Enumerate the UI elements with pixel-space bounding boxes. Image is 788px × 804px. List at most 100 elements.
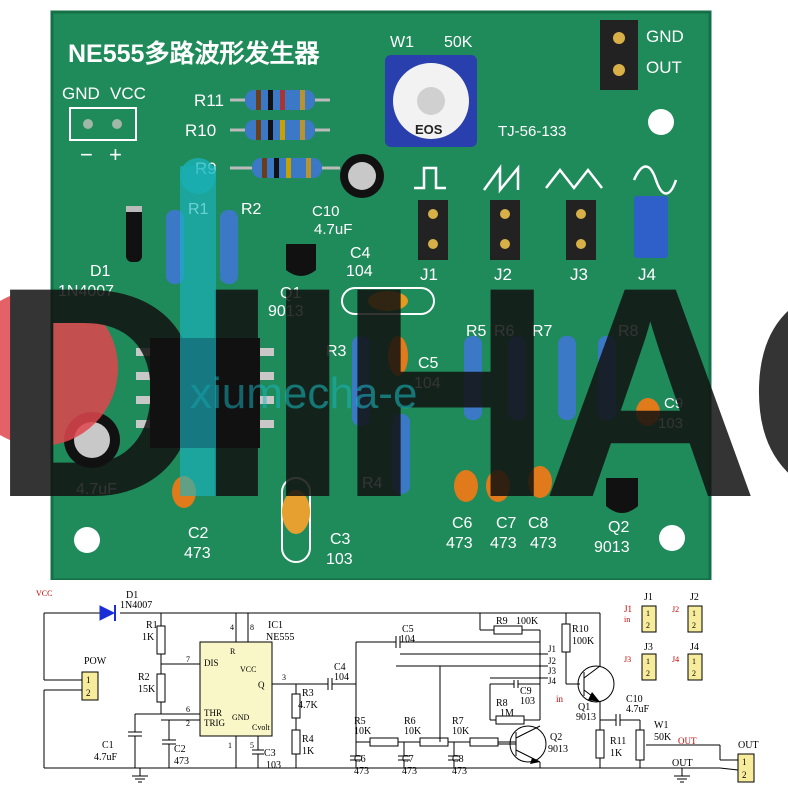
svg-text:C6: C6 bbox=[452, 515, 473, 532]
sawtooth-wave-icon bbox=[482, 164, 520, 194]
svg-text:R5: R5 bbox=[354, 716, 366, 727]
svg-text:4.7K: 4.7K bbox=[298, 700, 319, 711]
jumper-j4-symbol: 1 2 bbox=[687, 653, 703, 681]
jumper-j3 bbox=[566, 200, 596, 260]
svg-text:in: in bbox=[556, 694, 564, 704]
svg-text:C1: C1 bbox=[102, 740, 114, 751]
capacitor-c7 bbox=[486, 470, 510, 502]
svg-text:R: R bbox=[230, 647, 236, 656]
jumper-j1-symbol: 1 2 bbox=[641, 605, 657, 633]
svg-text:R2: R2 bbox=[138, 672, 150, 683]
diode-d1 bbox=[126, 206, 142, 262]
svg-text:J4: J4 bbox=[690, 642, 699, 653]
capacitor-c3 bbox=[282, 490, 310, 534]
svg-text:C2: C2 bbox=[174, 744, 186, 755]
svg-text:104: 104 bbox=[346, 263, 373, 280]
svg-text:473: 473 bbox=[530, 535, 557, 552]
svg-text:1N4007: 1N4007 bbox=[58, 283, 114, 300]
board-title: NE555多路波形发生器 bbox=[68, 39, 320, 68]
svg-text:R5: R5 bbox=[466, 323, 487, 340]
svg-text:1K: 1K bbox=[610, 748, 623, 759]
svg-text:J1: J1 bbox=[420, 265, 438, 284]
output-out-label: OUT bbox=[646, 58, 682, 77]
svg-text:C9: C9 bbox=[664, 395, 683, 412]
svg-text:473: 473 bbox=[174, 756, 189, 767]
svg-text:1K: 1K bbox=[142, 632, 155, 643]
svg-text:R4: R4 bbox=[362, 475, 383, 492]
svg-text:R3: R3 bbox=[302, 688, 314, 699]
svg-text:473: 473 bbox=[184, 545, 211, 562]
svg-text:Cvolt: Cvolt bbox=[252, 723, 271, 732]
svg-text:W1: W1 bbox=[654, 720, 668, 731]
svg-text:473: 473 bbox=[452, 766, 467, 777]
svg-text:J1: J1 bbox=[548, 644, 556, 654]
svg-text:C8: C8 bbox=[528, 515, 549, 532]
resistor-r1 bbox=[166, 210, 184, 284]
svg-text:Q1: Q1 bbox=[280, 285, 301, 302]
svg-text:473: 473 bbox=[354, 766, 369, 777]
svg-text:EOS: EOS bbox=[415, 122, 443, 137]
pot-name: W1 bbox=[390, 34, 414, 51]
svg-text:1: 1 bbox=[646, 609, 650, 618]
jumper-j3-symbol: 1 2 bbox=[641, 653, 657, 681]
capacitor-c9 bbox=[636, 398, 660, 426]
svg-text:C3: C3 bbox=[330, 531, 351, 548]
resistor-r6 bbox=[508, 336, 526, 420]
svg-text:NE555: NE555 bbox=[266, 632, 294, 643]
gnd-label: GND bbox=[62, 84, 100, 103]
svg-text:104: 104 bbox=[400, 634, 415, 645]
svg-text:J2: J2 bbox=[494, 265, 512, 284]
svg-text:R10: R10 bbox=[572, 624, 589, 635]
square-wave-icon bbox=[414, 166, 446, 190]
svg-text:C5: C5 bbox=[402, 624, 414, 635]
svg-text:GND: GND bbox=[232, 713, 250, 722]
resistor-r9 bbox=[230, 158, 340, 178]
svg-text:R11: R11 bbox=[194, 91, 224, 110]
svg-text:Q1: Q1 bbox=[578, 702, 590, 713]
svg-text:C8: C8 bbox=[452, 754, 464, 765]
capacitor-c4 bbox=[368, 291, 408, 311]
svg-text:xiumecha-e: xiumecha-e bbox=[190, 369, 417, 418]
svg-text:R4: R4 bbox=[302, 734, 314, 745]
svg-text:D1: D1 bbox=[126, 590, 138, 601]
svg-text:C7: C7 bbox=[402, 754, 414, 765]
capacitor-c8 bbox=[528, 466, 552, 498]
svg-text:C10: C10 bbox=[626, 694, 643, 705]
transistor-q2 bbox=[606, 478, 638, 513]
output-header bbox=[600, 20, 638, 90]
resistor-r10 bbox=[230, 120, 330, 140]
resistor-r5 bbox=[464, 336, 482, 420]
svg-text:R6: R6 bbox=[404, 716, 416, 727]
svg-text:9013: 9013 bbox=[548, 744, 568, 755]
svg-text:50K: 50K bbox=[654, 732, 672, 743]
jumper-j2-symbol: 1 2 bbox=[687, 605, 703, 633]
svg-text:1: 1 bbox=[692, 609, 696, 618]
svg-text:473: 473 bbox=[490, 535, 517, 552]
power-terminal bbox=[69, 107, 137, 141]
svg-text:−: − bbox=[80, 142, 93, 167]
svg-text:R11: R11 bbox=[610, 736, 626, 747]
svg-text:R8: R8 bbox=[496, 698, 508, 709]
svg-text:J4: J4 bbox=[548, 676, 557, 686]
svg-text:C7: C7 bbox=[496, 515, 517, 532]
svg-text:J3: J3 bbox=[570, 265, 588, 284]
svg-text:10K: 10K bbox=[404, 726, 422, 737]
svg-text:R3: R3 bbox=[326, 343, 347, 360]
svg-text:15K: 15K bbox=[138, 684, 156, 695]
svg-text:Q: Q bbox=[258, 680, 265, 690]
sine-wave-icon bbox=[632, 165, 678, 195]
svg-text:100K: 100K bbox=[572, 636, 595, 647]
svg-text:7: 7 bbox=[186, 655, 190, 664]
svg-text:4.7uF: 4.7uF bbox=[314, 221, 352, 238]
svg-text:J3: J3 bbox=[644, 642, 653, 653]
resistor-r3 bbox=[352, 336, 370, 426]
svg-text:2: 2 bbox=[646, 669, 650, 678]
svg-text:2: 2 bbox=[186, 719, 190, 728]
svg-text:9013: 9013 bbox=[268, 303, 304, 320]
svg-text:Q2: Q2 bbox=[608, 519, 629, 536]
svg-text:103: 103 bbox=[658, 415, 683, 432]
svg-text:C10: C10 bbox=[312, 203, 340, 220]
svg-text:9013: 9013 bbox=[576, 712, 596, 723]
svg-text:104: 104 bbox=[414, 375, 441, 392]
svg-text:10K: 10K bbox=[452, 726, 470, 737]
